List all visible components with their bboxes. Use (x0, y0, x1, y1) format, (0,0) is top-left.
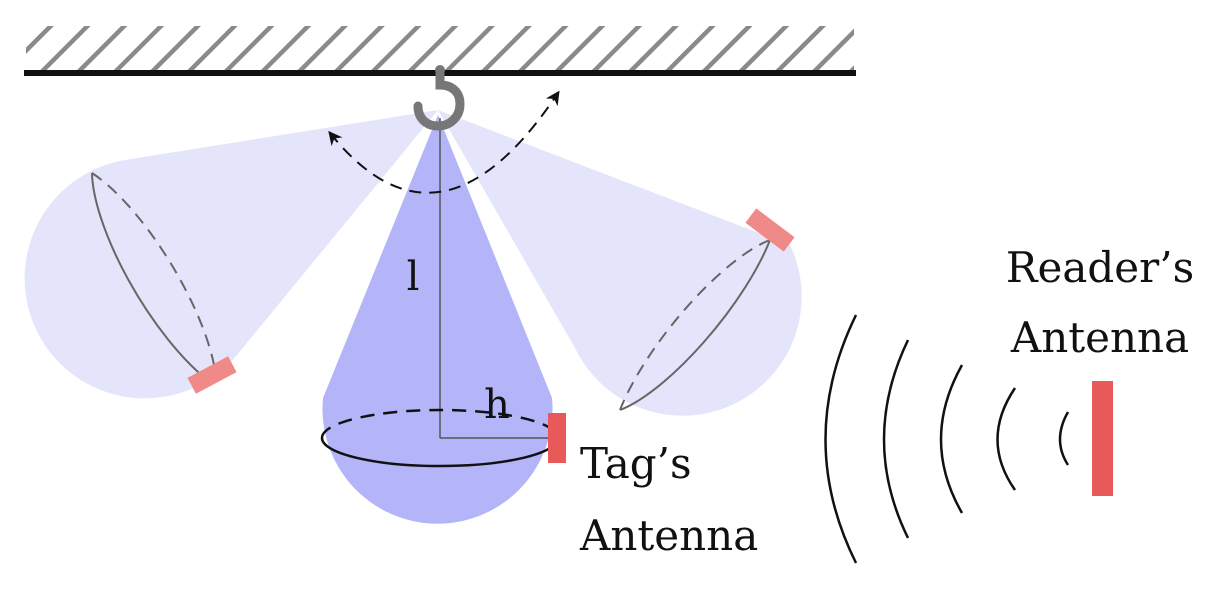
reader-antenna (1092, 381, 1113, 496)
tag-label-line2: Antenna (579, 511, 758, 560)
center-position: l h (320, 115, 566, 524)
center-tag-antenna (548, 413, 566, 463)
left-cone (24, 110, 438, 399)
wave-1 (824, 314, 858, 564)
ceiling-hatch (26, 26, 854, 72)
wave-3 (939, 364, 964, 514)
reader-label-line1: Reader’s (1006, 243, 1194, 292)
center-ellipse-back (320, 408, 560, 439)
left-ellipse-front (91, 172, 206, 379)
tag-label-line1: Tag’s (580, 439, 692, 488)
swing-arrow (328, 90, 560, 194)
right-tag-antenna (745, 208, 795, 252)
left-swing-position (24, 110, 438, 399)
radius-label: h (484, 382, 510, 428)
wave-4 (996, 387, 1017, 491)
hook-icon (413, 65, 465, 131)
left-tag-antenna (187, 356, 237, 394)
right-swing-position (438, 110, 802, 416)
reader-label-line2: Antenna (1010, 313, 1189, 362)
radio-waves (824, 314, 1070, 564)
ceiling (24, 26, 856, 76)
right-cone (438, 110, 802, 416)
right-ellipse-front (619, 239, 771, 411)
right-ellipse-back (619, 239, 771, 411)
left-ellipse-back (91, 172, 216, 371)
center-cone (322, 115, 553, 524)
wave-5 (1058, 411, 1070, 466)
wave-2 (882, 339, 910, 539)
length-label: l (407, 254, 420, 300)
center-ellipse-front (320, 437, 560, 468)
